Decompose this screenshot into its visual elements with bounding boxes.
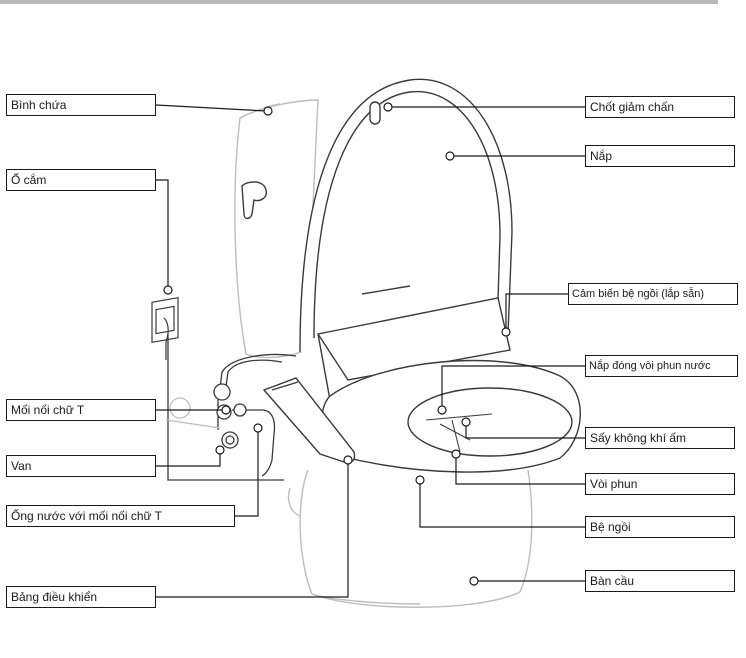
wall-socket xyxy=(151,297,179,360)
damper-latch xyxy=(369,101,381,125)
top-rule xyxy=(0,0,718,4)
label-bowl: Bàn cầu xyxy=(585,570,735,592)
lid xyxy=(299,78,513,353)
lid-inner xyxy=(313,90,501,339)
flush-lever xyxy=(241,181,268,220)
label-hose-t-joint: Ống nước với mối nối chữ T xyxy=(6,505,235,527)
lid-outer xyxy=(299,78,513,353)
label-t-joint: Mối nối chữ T xyxy=(6,399,156,421)
nozzle-assembly xyxy=(425,413,493,453)
bowl-body xyxy=(299,469,533,608)
lid-stripe xyxy=(361,285,411,295)
leader-endpoints xyxy=(163,102,511,586)
label-damper-latch: Chốt giảm chấn xyxy=(585,96,735,118)
seat-ring xyxy=(321,359,581,473)
bowl-base-foot xyxy=(287,487,301,517)
label-lid: Nắp xyxy=(585,145,735,167)
leader-lines xyxy=(155,104,585,598)
t-joint-fittings xyxy=(213,383,247,449)
tank-top-edge xyxy=(239,103,281,119)
label-nozzle-cover: Nắp đóng vòi phun nước xyxy=(585,355,738,377)
water-hoses xyxy=(167,334,297,481)
label-valve: Van xyxy=(6,455,156,477)
label-warm-air-dryer: Sấy không khí ấm xyxy=(585,427,735,449)
label-seat-sensor: Cảm biến bệ ngồi (lắp sẵn) xyxy=(568,283,738,305)
label-seat: Bệ ngồi xyxy=(585,516,735,538)
label-control-panel: Bảng điều khiển xyxy=(6,586,156,608)
bowl-base-line xyxy=(311,593,421,605)
label-nozzle: Vòi phun xyxy=(585,473,735,495)
seat-hinge-housing xyxy=(316,297,511,401)
label-socket: Ổ cắm xyxy=(6,169,156,191)
label-reservoir: Bình chứa xyxy=(6,94,156,116)
valve-body xyxy=(165,397,221,429)
